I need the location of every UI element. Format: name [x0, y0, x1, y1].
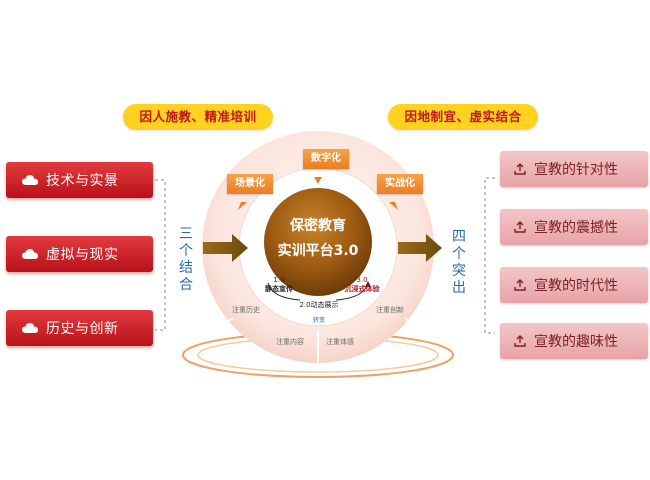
tag-scene-text: 场景化 [235, 178, 265, 189]
header-left-text: 因人施教、精准培训 [139, 109, 257, 124]
ring-label-experience: 注重体感 [326, 338, 354, 346]
left-item-tech: 技术与实景 [6, 162, 153, 198]
stage-3-label: 沉浸式体验 [344, 285, 380, 293]
left-item-label: 历史与创新 [46, 321, 119, 337]
vertical-char: 个 [452, 246, 466, 262]
right-item-label: 宣教的时代性 [534, 278, 618, 294]
header-right: 因地制宜、虚实结合 [388, 104, 538, 130]
left-item-label: 虚拟与现实 [46, 247, 119, 263]
right-item-label: 宣教的针对性 [534, 162, 618, 178]
transform-label: 转变 [308, 315, 330, 324]
right-item-label: 宣教的趣味性 [534, 334, 618, 350]
stage-3-num: 3.0 [356, 276, 368, 284]
vertical-label-left: 三 个 结 合 [176, 226, 196, 294]
cloud-icon [22, 175, 38, 185]
left-item-virtual: 虚拟与现实 [6, 236, 153, 272]
center-title-line1: 保密教育 [290, 218, 346, 234]
stage-1: 1.0 静态宣传 [265, 276, 293, 294]
stage-1-num: 1.0 [273, 276, 285, 284]
left-item-label: 技术与实景 [46, 173, 119, 189]
ring-label-innovation: 注重创新 [376, 306, 404, 314]
right-item-targeted: 宣教的针对性 [500, 151, 648, 187]
header-right-text: 因地制宜、虚实结合 [404, 109, 522, 124]
stage-2-label: 2.0动态展示 [299, 301, 339, 309]
upload-icon [514, 279, 526, 291]
header-left: 因人施教、精准培训 [123, 104, 273, 130]
stage-1-label: 静态宣传 [265, 285, 293, 293]
right-item-shocking: 宣教的震撼性 [500, 209, 648, 245]
left-item-history: 历史与创新 [6, 310, 153, 346]
left-arrow [203, 234, 248, 262]
upload-icon [514, 335, 526, 347]
upload-icon [514, 163, 526, 175]
vertical-char: 突 [452, 263, 466, 279]
cloud-icon [22, 249, 38, 259]
right-item-modern: 宣教的时代性 [500, 267, 648, 303]
stage-2: 2.0动态展示 [296, 300, 342, 310]
tag-digital-text: 数字化 [311, 153, 341, 164]
vertical-char: 出 [452, 280, 466, 296]
stage-3: 3.0 沉浸式体验 [342, 276, 382, 294]
vertical-char: 三 [179, 226, 193, 242]
tag-combat: 实战化 [377, 174, 423, 194]
vertical-label-right: 四 个 突 出 [449, 229, 469, 297]
tag-combat-text: 实战化 [385, 178, 415, 189]
ring-label-history: 注重历史 [232, 306, 260, 314]
tag-digital: 数字化 [303, 149, 349, 169]
vertical-char: 结 [179, 260, 193, 276]
right-item-fun: 宣教的趣味性 [500, 323, 648, 359]
upload-icon [514, 221, 526, 233]
right-bracket [484, 177, 495, 334]
center-title-line2: 实训平台3.0 [277, 243, 359, 259]
right-item-label: 宣教的震撼性 [534, 220, 618, 236]
tag-scene: 场景化 [227, 174, 273, 194]
stage-curve-left [267, 282, 301, 301]
transform-text: 转变 [312, 317, 325, 324]
center-ball [264, 188, 372, 296]
right-arrow [398, 234, 442, 262]
vertical-char: 合 [179, 277, 193, 293]
ring-label-content: 注重内容 [276, 338, 304, 346]
vertical-char: 个 [179, 243, 193, 259]
vertical-char: 四 [452, 229, 466, 245]
cloud-icon [22, 323, 38, 333]
left-bracket [155, 179, 166, 331]
